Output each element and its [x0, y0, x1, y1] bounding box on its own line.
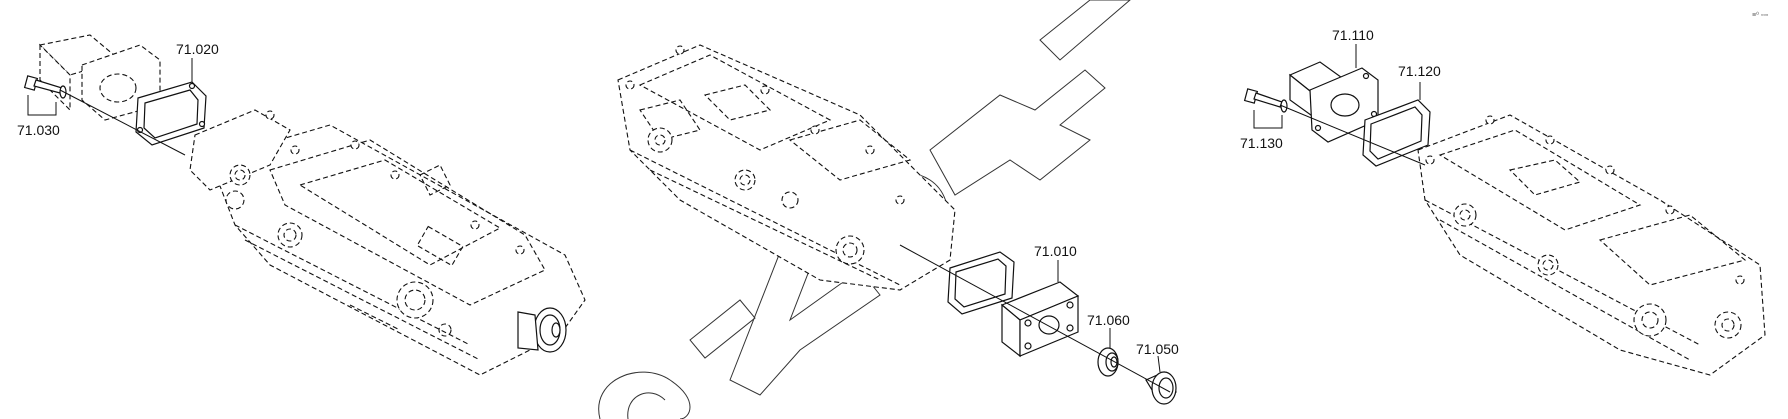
- left-assembly: [23, 34, 586, 376]
- label-71010: 71.010: [1034, 243, 1077, 259]
- part-labels: 71.020 71.030 71.010 71.060 71.050 71.11…: [17, 27, 1441, 357]
- boss-left-2: [277, 222, 303, 248]
- boss-left-1: [396, 281, 434, 319]
- right-housing-outline: [1417, 114, 1766, 376]
- center-housing-outline: [617, 44, 956, 291]
- label-71030: 71.030: [17, 122, 60, 138]
- flange-71010: [1000, 281, 1080, 358]
- label-71020: 71.020: [176, 41, 219, 57]
- seal-71050: [1145, 371, 1177, 405]
- right-assembly: [1243, 44, 1766, 376]
- center-assembly: [617, 44, 1177, 405]
- label-71120: 71.120: [1398, 63, 1441, 79]
- label-71130: 71.130: [1240, 135, 1283, 151]
- left-cover-dashed: [39, 43, 71, 112]
- label-71060: 71.060: [1087, 312, 1130, 328]
- bolt-71130: [1243, 88, 1288, 113]
- label-71110: 71.110: [1332, 27, 1374, 43]
- label-71050: 71.050: [1136, 341, 1179, 357]
- bolt-71030: [23, 75, 67, 99]
- flange-71110: [1288, 61, 1379, 143]
- corner-mark: ≡⁰ ▫▫▫: [1752, 11, 1768, 19]
